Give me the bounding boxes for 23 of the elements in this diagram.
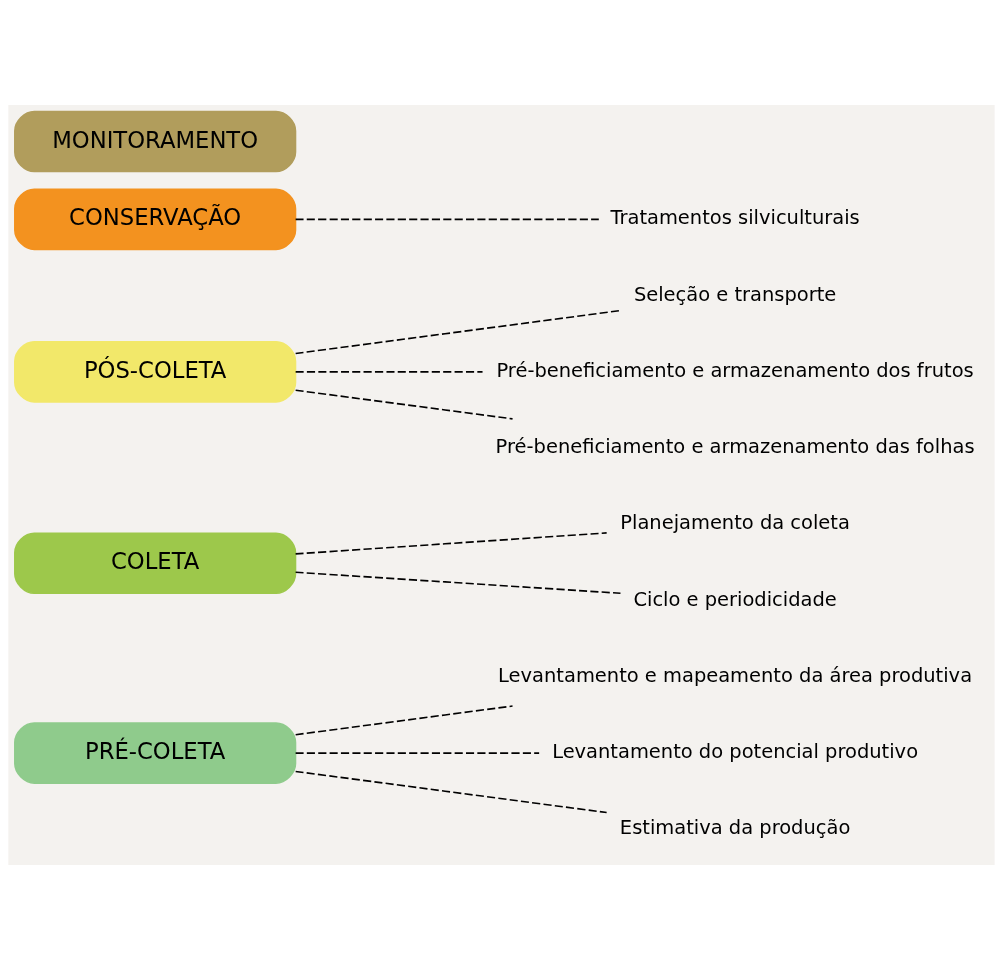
node-text: Ciclo e periodicidade: [633, 587, 837, 611]
node-box: COLETA: [14, 532, 297, 595]
connector: [294, 770, 608, 814]
connector: [294, 309, 621, 355]
connector: [294, 218, 600, 221]
connector: [294, 371, 484, 373]
connector: [294, 571, 622, 595]
node-box: PRÉ-COLETA: [14, 722, 297, 784]
node-text: Tratamentos silviculturais: [610, 206, 860, 230]
node-text: Levantamento do potencial produtivo: [552, 740, 919, 764]
connector: [294, 752, 540, 754]
node-text: Pré-beneficiamento e armazenamento das folhas: [495, 435, 975, 459]
connector: [294, 389, 514, 420]
node-box: PÓS-COLETA: [14, 341, 297, 403]
connector: [294, 705, 514, 736]
node-text: Levantamento e mapeamento da área produtiva: [498, 663, 973, 687]
node-text: Estimativa da produção: [619, 816, 851, 840]
node-text: Planejamento da coleta: [620, 511, 850, 535]
node-box: MONITORAMENTO: [14, 110, 297, 173]
node-text: Seleção e transporte: [633, 282, 837, 306]
connector: [294, 532, 608, 555]
node-text: Pré-beneficiamento e armazenamento dos frutos: [496, 358, 974, 382]
node-box: CONSERVAÇÃO: [14, 188, 297, 251]
